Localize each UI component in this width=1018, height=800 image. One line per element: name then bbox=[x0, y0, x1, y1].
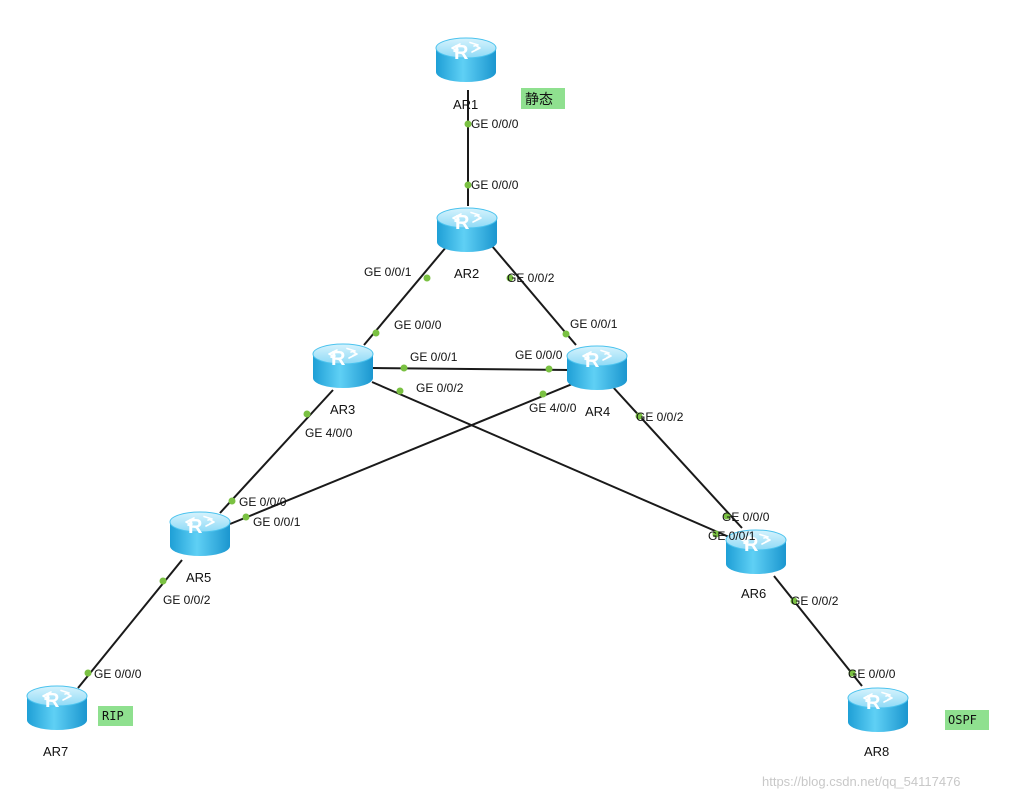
note-rip-bg bbox=[98, 706, 133, 726]
port-dot bbox=[372, 329, 380, 337]
router-ar1[interactable]: R bbox=[435, 37, 497, 83]
port-dot bbox=[723, 512, 731, 520]
port-dot bbox=[84, 669, 92, 677]
if-label-ar1-ge000: GE 0/0/0 bbox=[471, 117, 519, 131]
if-label-ar5-ge002: GE 0/0/2 bbox=[163, 593, 211, 607]
router-label-ar1: AR1 bbox=[453, 97, 478, 112]
link-ar2-ar3 bbox=[363, 245, 448, 346]
if-label-ar6-ge000: GE 0/0/0 bbox=[722, 510, 770, 524]
if-label-ar5-ge000: GE 0/0/0 bbox=[239, 495, 287, 509]
router-letter: R bbox=[188, 516, 203, 538]
link-ar4-ar6 bbox=[611, 385, 743, 529]
if-label-ar3-ge400: GE 4/0/0 bbox=[305, 426, 353, 440]
router-label-ar6: AR6 bbox=[741, 586, 766, 601]
router-letter: R bbox=[331, 348, 346, 370]
note-ospf[interactable]: OSPF bbox=[945, 710, 989, 730]
router-label-ar8: AR8 bbox=[864, 744, 889, 759]
note-ospf-bg bbox=[945, 710, 989, 730]
router-letter: R bbox=[866, 692, 881, 714]
router-letter: R bbox=[45, 690, 60, 712]
if-label-ar2-ge002: GE 0/0/2 bbox=[507, 271, 555, 285]
if-label-ar2-ge001: GE 0/0/1 bbox=[364, 265, 412, 279]
router-labels: AR1 AR2 AR3 AR4 AR5 AR6 AR7 AR8 bbox=[43, 97, 889, 759]
if-label-ar3-ge001: GE 0/0/1 bbox=[410, 350, 458, 364]
port-dot bbox=[635, 412, 643, 420]
router-label-ar5: AR5 bbox=[186, 570, 211, 585]
router-label-ar3: AR3 bbox=[330, 402, 355, 417]
link-ar3-ar5 bbox=[219, 389, 334, 514]
if-label-ar4-ge001: GE 0/0/1 bbox=[570, 317, 618, 331]
router-ar2[interactable]: R bbox=[436, 207, 498, 253]
router-ar3[interactable]: R bbox=[312, 343, 374, 389]
router-label-ar2: AR2 bbox=[454, 266, 479, 281]
port-dot bbox=[464, 181, 472, 189]
port-dot bbox=[400, 364, 408, 372]
router-letter: R bbox=[585, 350, 600, 372]
router-ar4[interactable]: R bbox=[566, 345, 628, 391]
if-label-ar3-ge002: GE 0/0/2 bbox=[416, 381, 464, 395]
if-label-ar4-ge400: GE 4/0/0 bbox=[529, 401, 577, 415]
link-ar2-ar4 bbox=[491, 245, 577, 346]
port-dots bbox=[84, 120, 856, 677]
port-dot bbox=[423, 274, 431, 282]
port-dot bbox=[545, 365, 553, 373]
watermark: https://blog.csdn.net/qq_54117476 bbox=[762, 774, 961, 789]
port-dot bbox=[539, 390, 547, 398]
if-label-ar7-ge000: GE 0/0/0 bbox=[94, 667, 142, 681]
note-rip[interactable]: RIP bbox=[98, 706, 133, 726]
port-dot bbox=[303, 410, 311, 418]
if-label-ar3-ge000: GE 0/0/0 bbox=[394, 318, 442, 332]
note-static[interactable]: 静态 bbox=[521, 88, 565, 109]
port-dot bbox=[712, 530, 720, 538]
port-dot bbox=[506, 274, 514, 282]
router-letter: R bbox=[454, 42, 469, 64]
router-label-ar7: AR7 bbox=[43, 744, 68, 759]
if-label-ar4-ge000: GE 0/0/0 bbox=[515, 348, 563, 362]
if-label-ar4-ge002: GE 0/0/2 bbox=[636, 410, 684, 424]
router-letter: R bbox=[744, 534, 759, 556]
if-label-ar5-ge001: GE 0/0/1 bbox=[253, 515, 301, 529]
port-dot bbox=[790, 597, 798, 605]
router-letter: R bbox=[455, 212, 470, 234]
note-rip-text: RIP bbox=[102, 709, 124, 723]
router-ar8[interactable]: R bbox=[847, 687, 909, 733]
if-label-ar6-ge001: GE 0/0/1 bbox=[708, 529, 756, 543]
if-label-ar2-ge000: GE 0/0/0 bbox=[471, 178, 519, 192]
interface-labels: GE 0/0/0 GE 0/0/0 GE 0/0/1 GE 0/0/2 GE 0… bbox=[94, 117, 896, 681]
port-dot bbox=[242, 513, 250, 521]
router-label-ar4: AR4 bbox=[585, 404, 610, 419]
links bbox=[77, 90, 863, 689]
note-ospf-text: OSPF bbox=[948, 713, 977, 727]
link-ar6-ar8 bbox=[773, 575, 863, 687]
note-static-bg bbox=[521, 88, 565, 109]
router-ar7[interactable]: R bbox=[26, 685, 88, 731]
port-dot bbox=[228, 497, 236, 505]
port-dot bbox=[562, 330, 570, 338]
port-dot bbox=[159, 577, 167, 585]
if-label-ar6-ge002: GE 0/0/2 bbox=[791, 594, 839, 608]
link-ar4-ar5 bbox=[229, 379, 583, 525]
router-ar6[interactable]: R bbox=[725, 529, 787, 575]
port-dot bbox=[396, 387, 404, 395]
port-dot bbox=[464, 120, 472, 128]
if-label-ar8-ge000: GE 0/0/0 bbox=[848, 667, 896, 681]
link-ar3-ar6 bbox=[371, 381, 737, 541]
port-dot bbox=[848, 669, 856, 677]
note-static-text: 静态 bbox=[525, 92, 553, 108]
router-ar5[interactable]: R bbox=[169, 511, 231, 557]
